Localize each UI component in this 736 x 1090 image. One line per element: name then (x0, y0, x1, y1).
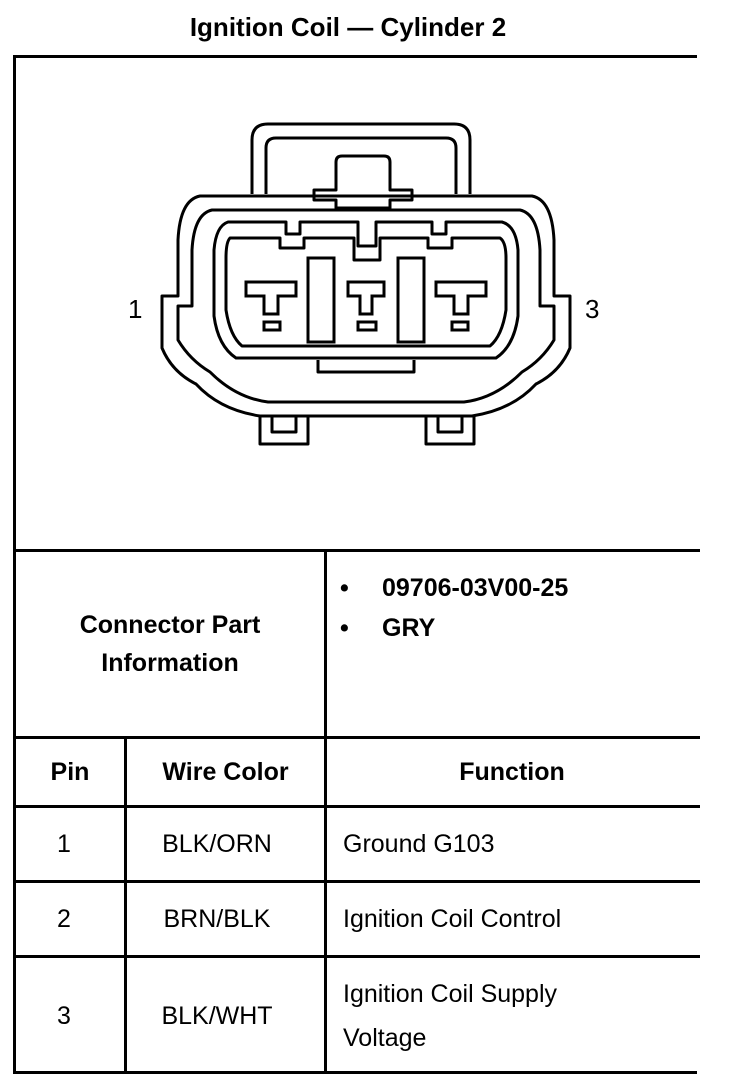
row-3-function: Ignition Coil Supply Voltage (343, 980, 558, 1052)
row-2-function: Ignition Coil Control (343, 905, 562, 933)
divider-header (13, 736, 700, 739)
bullet-icon: • (340, 573, 349, 602)
divider-row-1 (13, 805, 700, 808)
connector-color: GRY (382, 613, 436, 642)
part-number: 09706-03V00-25 (382, 573, 569, 602)
divider-row-2 (13, 880, 700, 883)
bullet-icon: • (340, 613, 349, 642)
row-2-wire-color: BRN/BLK (163, 905, 271, 933)
header-pin: Pin (50, 758, 90, 786)
connector-frame (13, 55, 697, 1074)
part-info-label: Connector Part Information (16, 552, 324, 736)
column-divider-wire (124, 736, 127, 1074)
part-info-label-text: Connector Part Information (79, 611, 261, 677)
list-item: • GRY (340, 608, 568, 648)
row-3-wire-color: BLK/WHT (161, 1002, 273, 1030)
column-divider-function (324, 549, 327, 1074)
row-1-pin: 1 (57, 830, 71, 858)
diagram-title: Ignition Coil — Cylinder 2 (189, 12, 507, 42)
connector-face-drawing (160, 122, 572, 446)
part-info-list: • 09706-03V00-25 • GRY (340, 568, 568, 648)
row-2-pin: 2 (57, 905, 71, 933)
divider-row-3 (13, 955, 700, 958)
row-3-pin: 3 (57, 1002, 71, 1030)
pin-1-label: 1 (128, 294, 143, 324)
list-item: • 09706-03V00-25 (340, 568, 568, 608)
header-wire-color: Wire Color (162, 758, 289, 786)
row-1-function: Ground G103 (343, 830, 495, 858)
header-function: Function (459, 758, 565, 786)
divider-part-info (13, 549, 700, 552)
pin-3-label: 3 (585, 294, 600, 324)
row-1-wire-color: BLK/ORN (162, 830, 272, 858)
